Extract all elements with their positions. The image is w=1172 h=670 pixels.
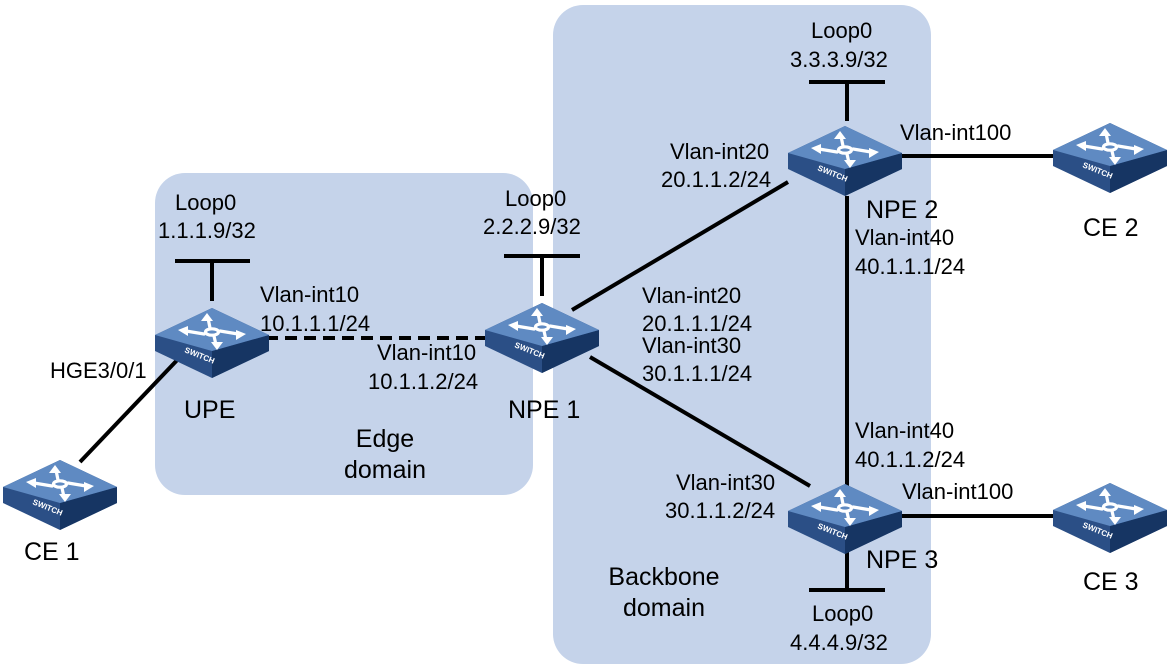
interface-name-npe1-npe3-npe1: Vlan-int30 <box>642 333 741 358</box>
interface-ip-npe1-npe3-npe3: 30.1.1.2/24 <box>665 498 775 523</box>
interface-label-npe3-ce3: Vlan-int100 <box>902 479 1013 504</box>
backbone-domain-label-2: domain <box>623 594 705 622</box>
links <box>78 80 1054 592</box>
interface-name-npe2-npe3-npe2: Vlan-int40 <box>855 225 954 250</box>
loopback-name-npe2: Loop0 <box>811 18 872 43</box>
interface-name-upe-npe1-upe: Vlan-int10 <box>260 282 359 307</box>
loopback-ip-npe1: 2.2.2.9/32 <box>483 214 581 239</box>
interface-label-ce1-upe: HGE3/0/1 <box>50 358 147 383</box>
switch-icon <box>1051 481 1169 555</box>
device-label-ce1: CE 1 <box>24 538 80 566</box>
interface-name-npe2-npe3-npe3: Vlan-int40 <box>855 418 954 443</box>
loopback-ip-upe: 1.1.1.9/32 <box>158 218 256 243</box>
interface-name-upe-npe1-npe1: Vlan-int10 <box>377 340 476 365</box>
link-npe1-npe2 <box>570 180 790 312</box>
switch-icon <box>1051 121 1169 195</box>
device-label-npe2: NPE 2 <box>866 196 938 224</box>
interface-name-npe1-npe2-npe1: Vlan-int20 <box>642 283 741 308</box>
interface-ip-npe1-npe3-npe1: 30.1.1.1/24 <box>642 361 752 386</box>
interface-ip-npe1-npe2-npe2: 20.1.1.2/24 <box>661 167 771 192</box>
device-label-npe3: NPE 3 <box>866 546 938 574</box>
interface-ip-upe-npe1-npe1: 10.1.1.2/24 <box>368 369 478 394</box>
interface-ip-npe1-npe2-npe1: 20.1.1.1/24 <box>642 311 752 336</box>
edge-domain-label-1: Edge <box>356 425 414 453</box>
interface-ip-npe2-npe3-npe3: 40.1.1.2/24 <box>855 447 965 472</box>
interface-name-npe1-npe3-npe3: Vlan-int30 <box>676 470 775 495</box>
loopback-ip-npe2: 3.3.3.9/32 <box>790 47 888 72</box>
loopback-name-upe: Loop0 <box>175 190 236 215</box>
backbone-domain-label-1: Backbone <box>608 563 719 591</box>
interface-label-npe2-ce2: Vlan-int100 <box>900 120 1011 145</box>
device-label-ce3: CE 3 <box>1083 568 1139 596</box>
link-npe1-npe3 <box>588 355 812 488</box>
link-ce1-upe <box>78 353 184 464</box>
device-label-npe1: NPE 1 <box>508 396 580 424</box>
interface-name-npe1-npe2-npe2: Vlan-int20 <box>670 139 769 164</box>
interface-ip-npe2-npe3-npe2: 40.1.1.1/24 <box>855 254 965 279</box>
loopback-ip-npe3: 4.4.4.9/32 <box>790 630 888 655</box>
device-label-upe: UPE <box>184 396 235 424</box>
edge-domain-area <box>155 173 533 495</box>
loopback-name-npe1: Loop0 <box>505 186 566 211</box>
switch-icon <box>1 458 119 532</box>
edge-domain-label-2: domain <box>344 456 426 484</box>
interface-ip-upe-npe1-upe: 10.1.1.1/24 <box>260 311 370 336</box>
loopback-name-npe3: Loop0 <box>812 601 873 626</box>
device-label-ce2: CE 2 <box>1083 214 1139 242</box>
